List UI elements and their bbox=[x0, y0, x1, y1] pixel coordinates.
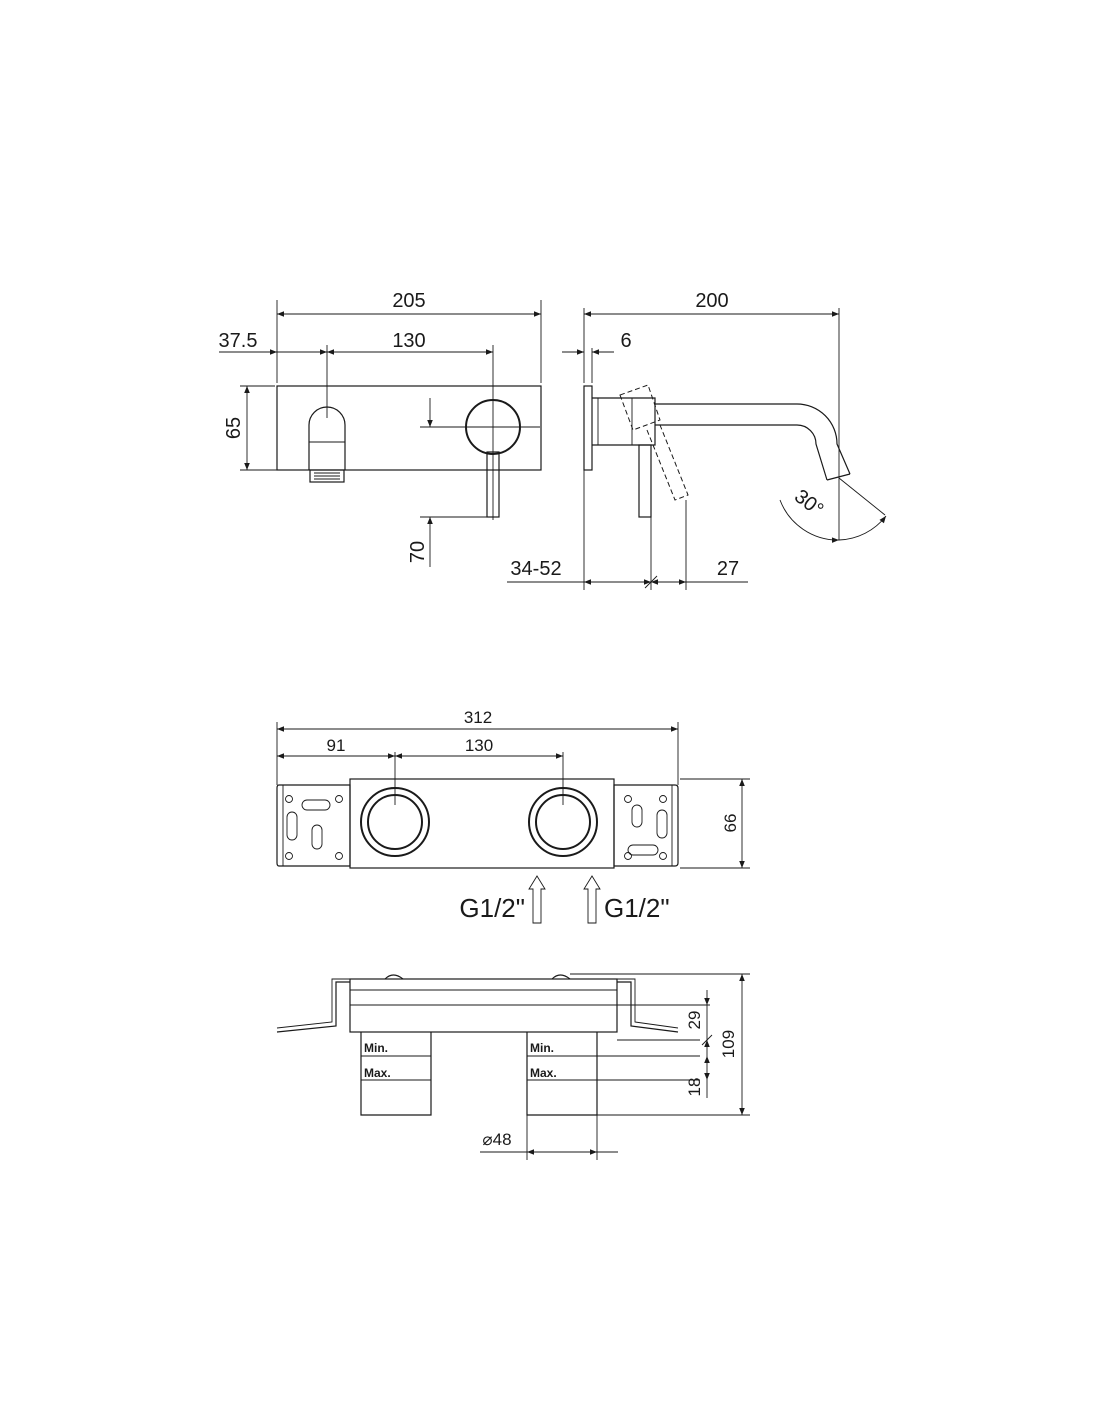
label-min-right: Min. bbox=[530, 1041, 554, 1055]
dim-205-label: 205 bbox=[392, 290, 425, 312]
dim-91-130: 91 130 bbox=[277, 736, 563, 759]
front-view: 205 37.5 130 65 70 bbox=[219, 290, 542, 567]
dim-65: 65 bbox=[223, 385, 300, 471]
cylinder-right bbox=[526, 1032, 700, 1116]
dim-200-label: 200 bbox=[695, 290, 728, 312]
body-top-view: 312 91 130 66 G1/2" G1/2" bbox=[276, 708, 750, 924]
dim-130-body-label: 130 bbox=[465, 736, 493, 755]
side-plate bbox=[583, 385, 593, 471]
dim-37-5-label: 37.5 bbox=[219, 330, 258, 352]
spout-front bbox=[308, 345, 346, 483]
valve-right bbox=[528, 752, 598, 857]
dim-29: 29 bbox=[685, 990, 713, 1056]
cylinder-left bbox=[360, 1032, 432, 1116]
dim-diameter-label: ⌀48 bbox=[482, 1130, 511, 1149]
dim-70-label: 70 bbox=[407, 541, 429, 563]
dim-109: 109 bbox=[719, 974, 745, 1115]
dim-6-label: 6 bbox=[620, 330, 631, 352]
wall-plate bbox=[276, 385, 542, 471]
side-view: 200 6 34-52 27 30° bbox=[507, 290, 887, 590]
dim-70: 70 bbox=[407, 398, 493, 567]
dim-66-label: 66 bbox=[721, 814, 740, 833]
dim-312: 312 bbox=[276, 708, 679, 785]
dim-312-label: 312 bbox=[464, 708, 492, 727]
dim-200: 200 bbox=[583, 290, 840, 470]
body-side-view: Min. Max. Min. Max. 29 18 109 bbox=[276, 973, 750, 1160]
dim-109-label: 109 bbox=[719, 1030, 738, 1058]
dim-angle-30: 30° bbox=[779, 470, 887, 543]
dim-65-label: 65 bbox=[223, 417, 245, 439]
body-side-block bbox=[349, 978, 618, 1033]
side-handle bbox=[638, 444, 652, 518]
dim-34-52-27: 34-52 27 bbox=[507, 470, 748, 590]
left-bracket-side bbox=[276, 981, 350, 1033]
label-max-left: Max. bbox=[364, 1066, 391, 1080]
right-bracket-side bbox=[617, 981, 679, 1033]
dim-29-label: 29 bbox=[685, 1011, 704, 1030]
right-bracket bbox=[613, 784, 679, 867]
label-max-right: Max. bbox=[530, 1066, 557, 1080]
dim-6: 6 bbox=[562, 330, 632, 383]
dim-205: 205 bbox=[276, 290, 542, 383]
label-min-left: Min. bbox=[364, 1041, 388, 1055]
handle-front bbox=[440, 345, 540, 520]
inlet-right-label: G1/2" bbox=[604, 893, 670, 923]
dim-18-label: 18 bbox=[685, 1078, 704, 1097]
dim-34-52-label: 34-52 bbox=[510, 558, 561, 580]
side-handle-rotated bbox=[619, 384, 689, 501]
dim-37-130: 37.5 130 bbox=[219, 330, 493, 355]
inlet-left-label: G1/2" bbox=[459, 893, 525, 923]
dim-30-label: 30° bbox=[790, 485, 827, 521]
left-bracket bbox=[276, 784, 351, 867]
dim-27-label: 27 bbox=[717, 558, 739, 580]
valve-left bbox=[360, 752, 430, 857]
inlet-arrow-left bbox=[528, 875, 546, 924]
side-body bbox=[592, 397, 656, 446]
dim-diameter-48: ⌀48 bbox=[480, 1115, 618, 1160]
dim-91-label: 91 bbox=[327, 736, 346, 755]
inlet-arrow-right bbox=[583, 875, 601, 924]
dim-130-front-label: 130 bbox=[392, 330, 425, 352]
spout-side bbox=[655, 403, 851, 481]
dim-66: 66 bbox=[680, 778, 750, 869]
mixer-body bbox=[349, 778, 615, 869]
dim-18: 18 bbox=[685, 1056, 710, 1098]
